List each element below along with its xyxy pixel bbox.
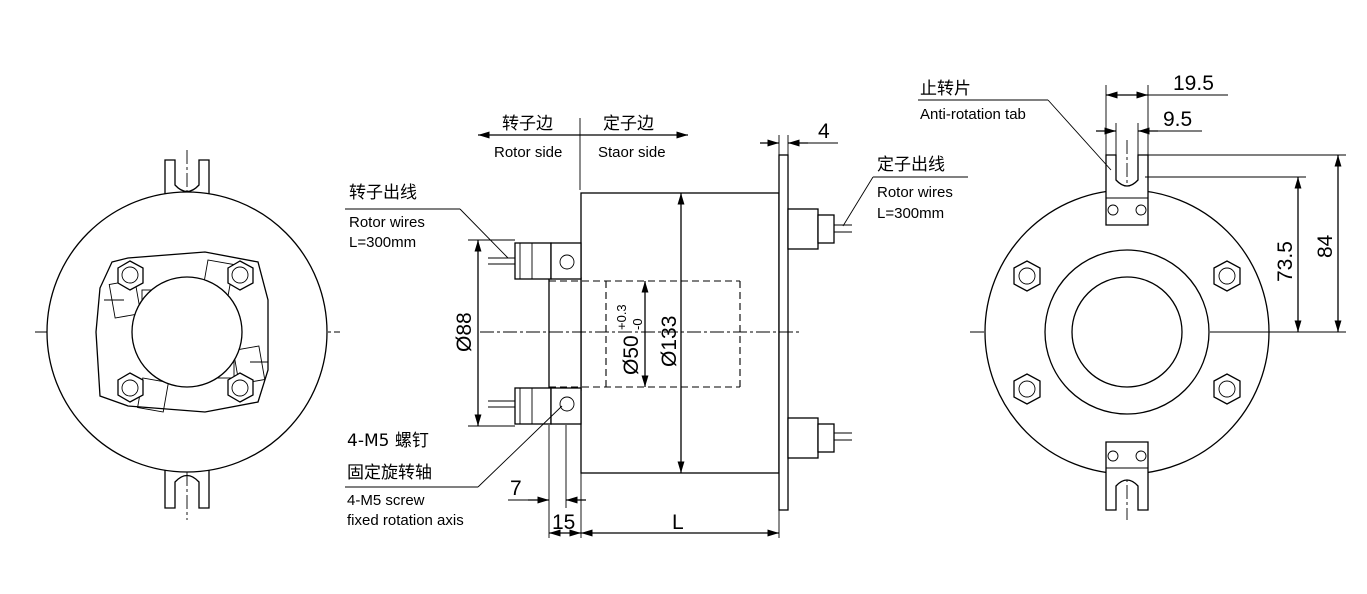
dim-body-diameter: Ø133 bbox=[658, 316, 681, 367]
rotor-wires-label-en: Rotor wires bbox=[349, 214, 425, 231]
screw-label-en-2: fixed rotation axis bbox=[347, 512, 464, 529]
bolt-head-icon bbox=[1013, 260, 1041, 292]
dim-length: L bbox=[672, 511, 684, 534]
rotor-side-label-zh: 转子边 bbox=[502, 114, 553, 134]
middle-side-view: 转子边 Rotor side 定子边 Staor side bbox=[345, 114, 968, 538]
tab-label-en: Anti-rotation tab bbox=[920, 106, 1026, 123]
bolt-head-icon bbox=[117, 372, 144, 403]
stator-cable-gland-icon bbox=[787, 208, 852, 250]
rotor-wires-length: L=300mm bbox=[349, 234, 416, 251]
screw-label-en-1: 4-M5 screw bbox=[347, 492, 425, 509]
screw-label-zh-1: 4-M5 螺钉 bbox=[347, 431, 429, 451]
stator-wires-length: L=300mm bbox=[877, 205, 944, 222]
dim-offset-7: 7 bbox=[510, 477, 522, 500]
stator-side-label-en: Staor side bbox=[598, 144, 666, 161]
stator-cable-gland-icon bbox=[787, 417, 852, 459]
dim-height-73: 73.5 bbox=[1274, 241, 1297, 282]
bolt-head-icon bbox=[1013, 373, 1041, 405]
tab-label-zh: 止转片 bbox=[920, 79, 971, 99]
dim-bore-tol-lower: -0 bbox=[630, 318, 645, 330]
dim-tab-slot: 9.5 bbox=[1163, 108, 1192, 131]
right-rear-view: 19.5 9.5 止转片 Anti-rotation tab 73.5 84 bbox=[918, 72, 1346, 520]
rotor-side-label-en: Rotor side bbox=[494, 144, 562, 161]
dim-offset-15: 15 bbox=[552, 511, 575, 534]
dim-flange-thickness: 4 bbox=[818, 120, 830, 143]
rotor-cable-gland-icon bbox=[488, 242, 582, 280]
bolt-head-icon bbox=[227, 260, 254, 291]
screw-label-zh-2: 固定旋转轴 bbox=[347, 463, 432, 483]
rotor-wires-label-zh: 转子出线 bbox=[349, 183, 417, 203]
stator-wires-label-en: Rotor wires bbox=[877, 184, 953, 201]
bolt-head-icon bbox=[117, 260, 144, 291]
bolt-head-icon bbox=[1213, 260, 1241, 292]
rotor-cable-gland-icon bbox=[488, 387, 582, 425]
dim-bore: Ø50 bbox=[620, 335, 643, 375]
left-front-view bbox=[35, 150, 340, 520]
bolt-head-icon bbox=[1213, 373, 1241, 405]
dim-bore-tol-upper: +0.3 bbox=[614, 304, 629, 330]
dim-tab-width: 19.5 bbox=[1173, 72, 1214, 95]
stator-wires-label-zh: 定子出线 bbox=[877, 155, 945, 175]
bolt-head-icon bbox=[227, 372, 254, 403]
stator-side-label-zh: 定子边 bbox=[603, 114, 654, 134]
dim-bolt-circle: Ø88 bbox=[453, 312, 476, 352]
dim-height-84: 84 bbox=[1314, 234, 1337, 258]
